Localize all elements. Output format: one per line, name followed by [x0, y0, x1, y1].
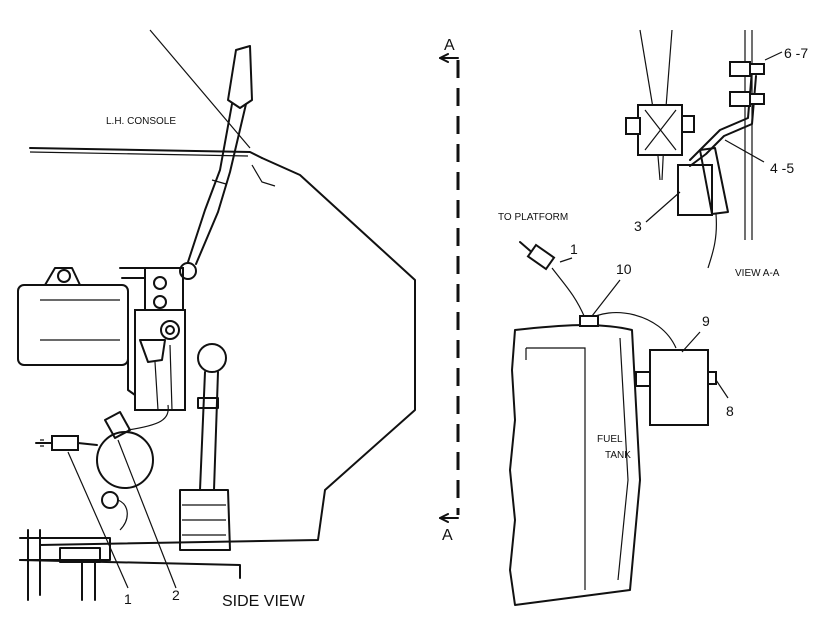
fuel-label: FUEL	[597, 434, 623, 445]
fuel-tank-view-drawing	[509, 241, 729, 606]
side-view-label: SIDE VIEW	[222, 593, 306, 610]
callout-1-platform: 1	[570, 241, 578, 257]
callout-4-5: 4 -5	[770, 160, 794, 176]
to-platform-label: TO PLATFORM	[498, 212, 568, 223]
callout-2-side: 2	[172, 587, 180, 603]
section-a-top-label: A	[444, 37, 455, 54]
callout-3: 3	[634, 218, 642, 234]
callout-6-7: 6 -7	[784, 45, 808, 61]
view-aa-label: VIEW A-A	[735, 268, 780, 279]
tank-label: TANK	[605, 450, 631, 461]
callout-9: 9	[702, 313, 710, 329]
callout-10: 10	[616, 261, 632, 277]
callout-1-side: 1	[124, 591, 132, 607]
view-aa-drawing	[625, 29, 783, 269]
callout-8: 8	[726, 403, 734, 419]
section-line-a-a: A A	[439, 37, 460, 544]
side-view-drawing	[17, 29, 416, 601]
lh-console-label: L.H. CONSOLE	[106, 116, 176, 127]
section-a-bottom-label: A	[442, 527, 453, 544]
